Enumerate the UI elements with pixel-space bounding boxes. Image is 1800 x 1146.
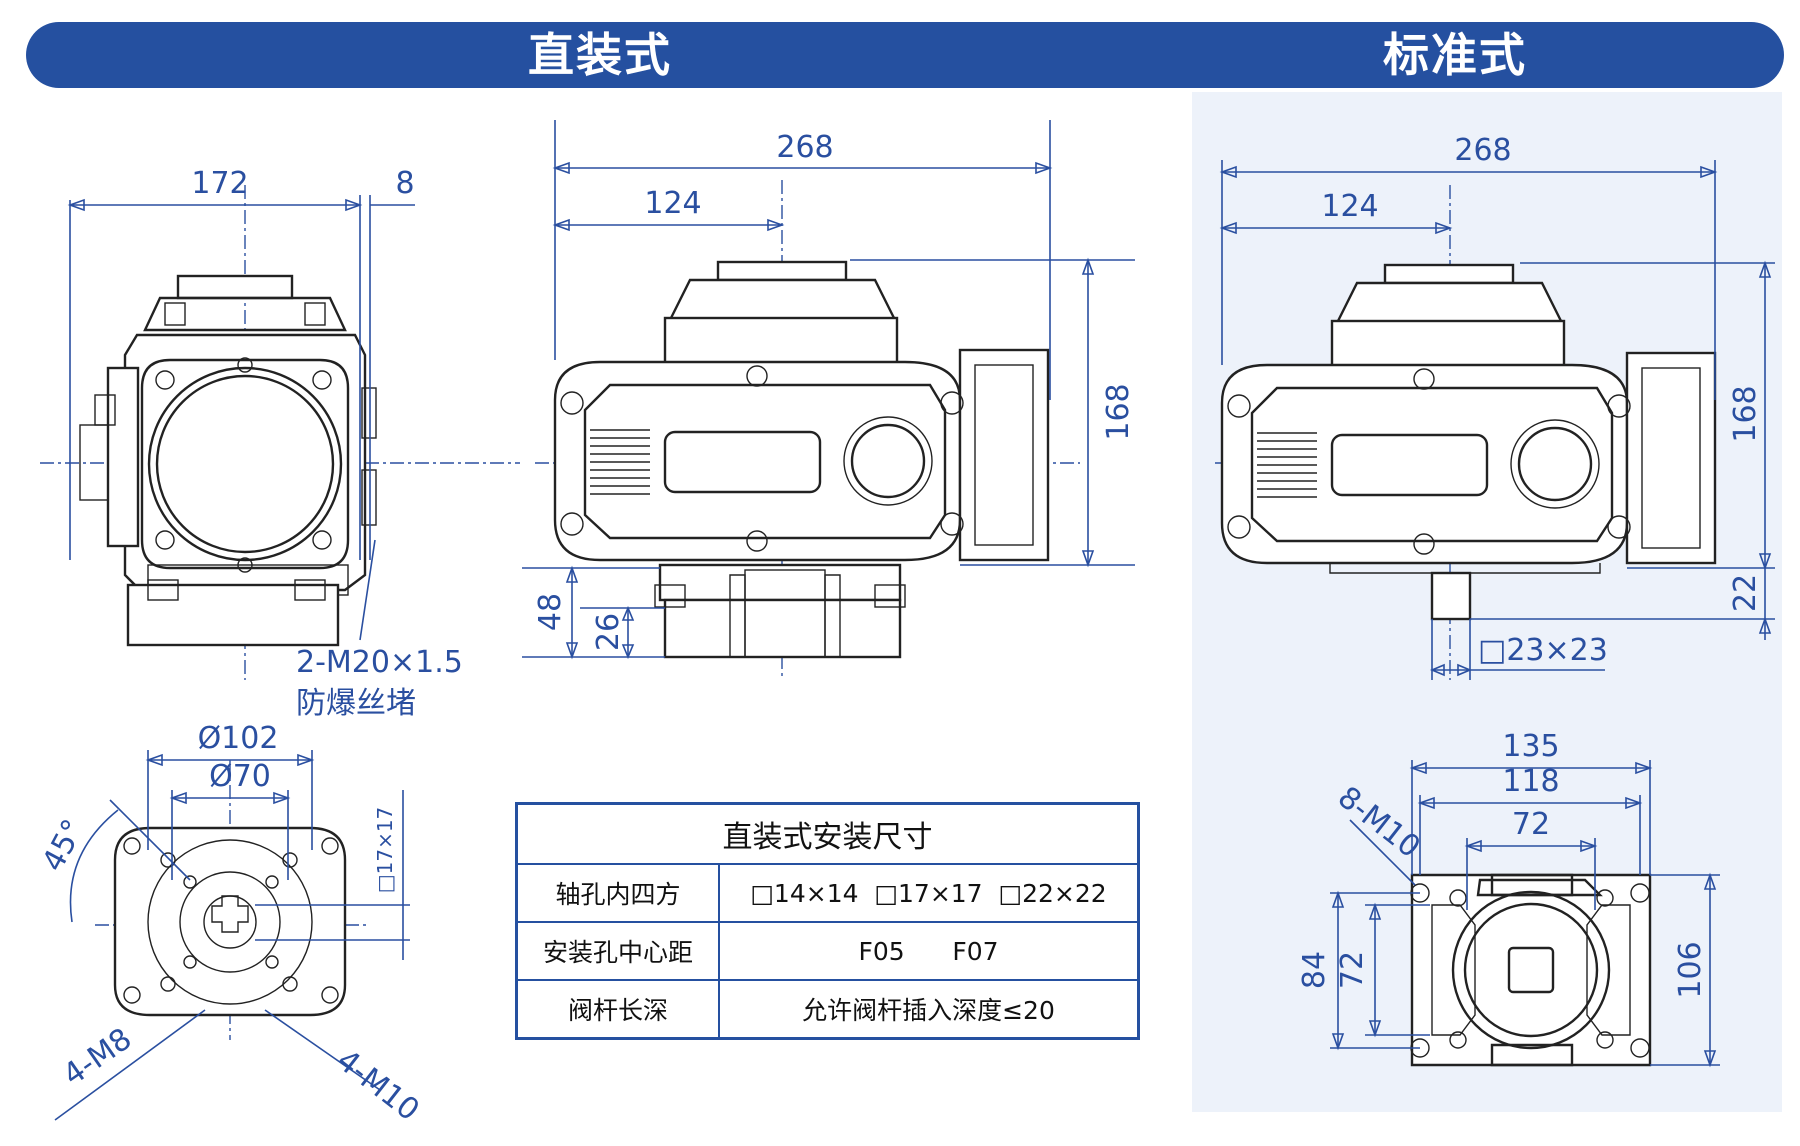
table-row-label: 阀杆长深 — [515, 979, 720, 1040]
table-row: 轴孔内四方 □14×14 □17×17 □22×22 — [515, 863, 1140, 923]
flange-standard-72-side-label: 72 — [1335, 951, 1370, 989]
header-bar — [26, 22, 1784, 88]
flange-direct-inner-dia-label: Ø70 — [209, 759, 271, 794]
table-row-value: F05 F07 — [718, 921, 1140, 981]
flange-direct-m10-label: 4-M10 — [330, 1043, 426, 1128]
direct-base-label: 48 — [533, 593, 568, 631]
table-row-value: 允许阀杆插入深度≤20 — [718, 979, 1140, 1040]
standard-height-label: 168 — [1728, 385, 1763, 442]
flange-direct-outer-dia-label: Ø102 — [198, 721, 279, 756]
front-width-label: 172 — [191, 166, 248, 201]
table-row: 安装孔中心距 F05 F07 — [515, 921, 1140, 981]
flange-direct-angle-label: 45° — [36, 814, 92, 877]
front-offset-label: 8 — [395, 166, 414, 201]
table-row-value: □14×14 □17×17 □22×22 — [718, 863, 1140, 923]
table-row-label: 轴孔内四方 — [515, 863, 720, 923]
standard-length-label: 268 — [1454, 133, 1511, 168]
flange-direct-square-label: □17×17 — [373, 807, 397, 894]
table-title: 直装式安装尺寸 — [515, 802, 1140, 865]
plug-note-line2: 防爆丝堵 — [296, 686, 416, 721]
standard-square-label: □23×23 — [1478, 633, 1608, 668]
side-view-direct: 268 124 168 48 26 — [522, 120, 1136, 680]
flange-standard: 135 118 72 8-M10 84 72 106 — [1297, 729, 1720, 1068]
flange-standard-135-label: 135 — [1502, 729, 1559, 764]
table-row-label: 安装孔中心距 — [515, 921, 720, 981]
plug-note-line1: 2-M20×1.5 — [296, 645, 463, 680]
flange-standard-118-label: 118 — [1502, 764, 1559, 799]
direct-length-label: 268 — [776, 130, 833, 165]
flange-direct: Ø102 Ø70 □17×17 45° 4-M8 4-M10 — [36, 721, 426, 1128]
direct-height-label: 168 — [1101, 383, 1136, 440]
flange-direct-m8-label: 4-M8 — [57, 1021, 138, 1093]
direct-axis-label: 124 — [644, 186, 701, 221]
table-row: 阀杆长深 允许阀杆插入深度≤20 — [515, 979, 1140, 1040]
title-standard: 标准式 — [1383, 28, 1527, 82]
direct-depth-label: 26 — [591, 613, 626, 651]
title-direct: 直装式 — [528, 28, 672, 82]
side-view-standard: 268 124 168 22 □23×23 — [1215, 133, 1775, 680]
flange-standard-84-label: 84 — [1297, 951, 1332, 989]
flange-standard-72-top-label: 72 — [1512, 807, 1550, 842]
flange-standard-106-label: 106 — [1673, 941, 1708, 998]
installation-spec-table: 直装式安装尺寸 轴孔内四方 □14×14 □17×17 □22×22 安装孔中心… — [515, 802, 1140, 1040]
front-view: 172 8 2-M20×1.5 防爆丝堵 — [40, 166, 520, 721]
standard-axis-label: 124 — [1321, 189, 1378, 224]
standard-shaft-label: 22 — [1728, 574, 1763, 612]
